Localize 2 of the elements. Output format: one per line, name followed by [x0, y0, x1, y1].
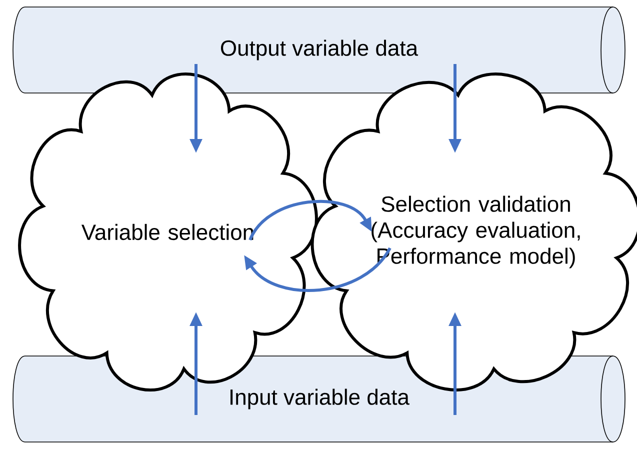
pipe-cylinder: Output variable data	[12, 6, 626, 94]
arrow	[248, 200, 372, 241]
